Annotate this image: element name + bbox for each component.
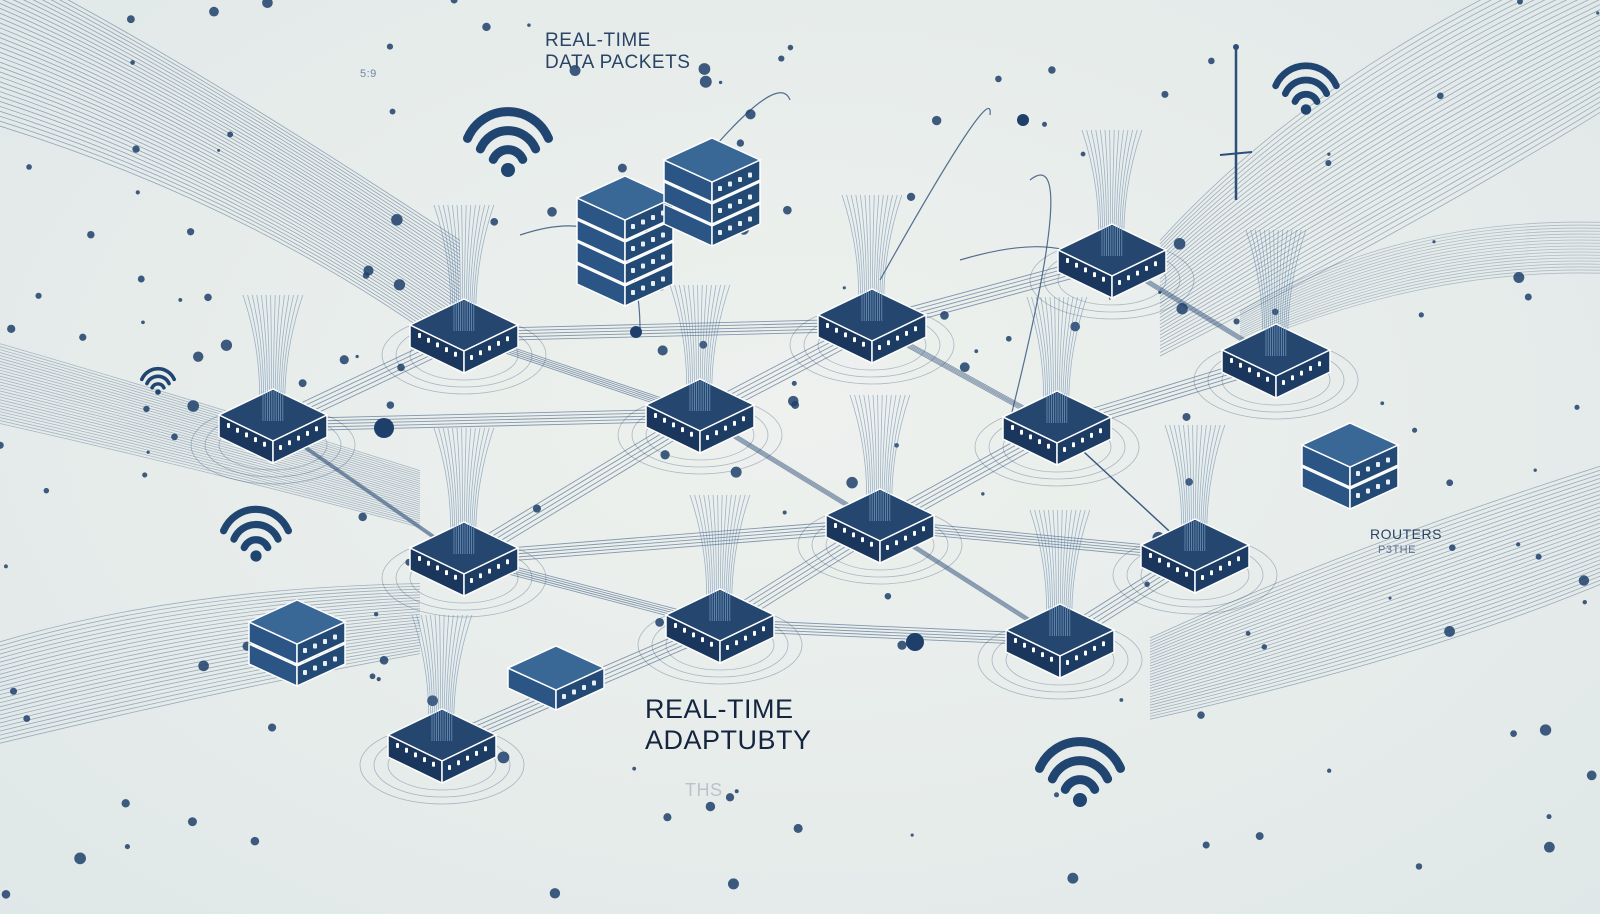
server-stacks (247, 137, 1400, 712)
server-stack-icon (662, 137, 762, 248)
top-title-line2: DATA PACKETS (545, 51, 691, 73)
center-title-line2: ADAPTUBTY (645, 725, 812, 756)
center-title: REAL-TIME ADAPTUBTY (645, 694, 812, 756)
router-icon (824, 394, 936, 565)
wifi-icon (140, 366, 176, 395)
router-icon (1139, 424, 1251, 595)
router-icon (816, 194, 928, 365)
router-icon (217, 294, 329, 465)
wifi-icon (220, 505, 292, 562)
router-icon (664, 494, 776, 665)
router-icon (1001, 296, 1113, 467)
routers-sublabel: P3THE (1378, 544, 1416, 556)
router-icon (408, 427, 520, 598)
wifi-icons (140, 62, 1340, 807)
wifi-icon (463, 107, 553, 177)
server-stack-icon (247, 599, 347, 688)
center-title-line1: REAL-TIME (645, 694, 794, 724)
wifi-icon (1272, 62, 1340, 115)
flowing-data-lines (0, 0, 1600, 744)
server-stack-icon (506, 645, 606, 712)
faint-caption: THS (685, 780, 723, 800)
router-icon (386, 614, 498, 785)
routers (217, 129, 1332, 785)
router-icon (408, 204, 520, 375)
routers-label: ROUTERS (1370, 526, 1442, 542)
router-icon (1004, 509, 1116, 680)
corner-number-label: 5:9 (360, 68, 377, 80)
server-stack-icon (1300, 422, 1400, 511)
router-icon (1220, 229, 1332, 400)
wifi-icon (1035, 737, 1125, 807)
antenna-tower-icon (1219, 44, 1253, 200)
router-links (266, 92, 1283, 752)
server-stack-icon (575, 175, 675, 308)
router-icon (1056, 129, 1168, 300)
top-title-line1: REAL-TIME (545, 30, 651, 51)
router-icon (644, 284, 756, 455)
top-title: REAL-TIME DATA PACKETS (545, 30, 690, 74)
